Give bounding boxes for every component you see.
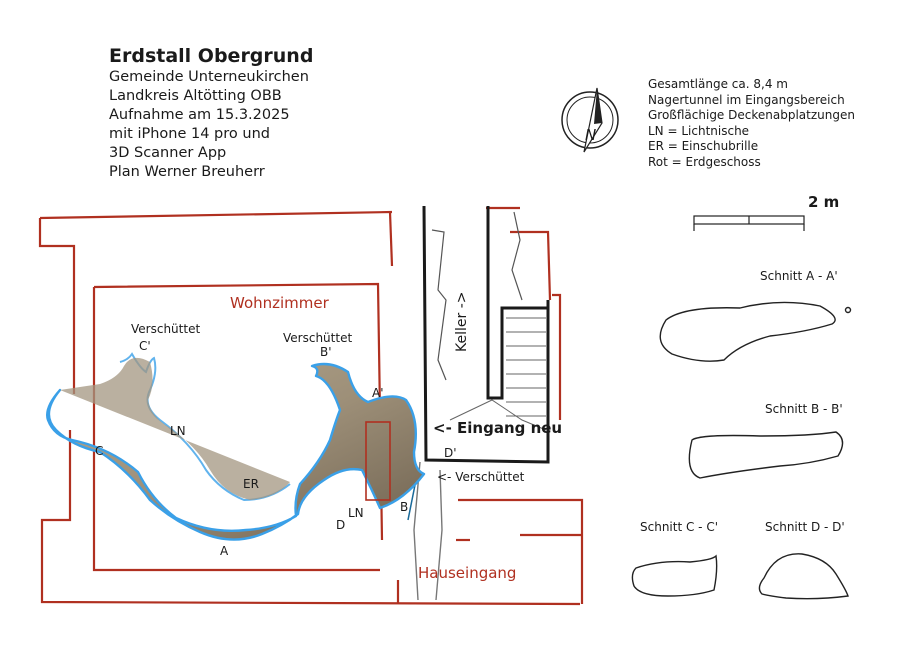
light-niche-label: LN [348, 506, 364, 520]
subtitle-line: mit iPhone 14 pro und [109, 126, 270, 142]
legend-line: Gesamtlänge ca. 8,4 m [648, 77, 788, 91]
subtitle-line: Gemeinde Unterneukirchen [109, 69, 309, 85]
cross-section-profiles [631, 301, 852, 600]
scale-label: 2 m [808, 193, 840, 211]
collapsed-label: Verschüttet [283, 331, 353, 345]
legend-line: ER = Einschubrille [648, 139, 759, 154]
legend-line: Großflächige Deckenabplatzungen [648, 108, 855, 123]
subtitle-line: Landkreis Altötting OBB [109, 88, 282, 104]
tunnel-scan [46, 352, 426, 541]
section-title-dd: Schnitt D - D' [765, 520, 845, 534]
plan-title: Erdstall Obergrund [109, 45, 314, 67]
section-marker: C' [139, 339, 151, 353]
section-marker: C [95, 444, 104, 458]
title-block: Erdstall Obergrund Gemeinde Unterneukirc… [109, 44, 313, 182]
legend-line: Nagertunnel im Eingangsbereich [648, 92, 845, 107]
cellar-and-stairs [407, 205, 550, 601]
section-marker: D' [444, 446, 457, 460]
scale-bar [693, 215, 805, 231]
legend-line: Rot = Erdgeschoss [648, 154, 761, 169]
section-title-bb: Schnitt B - B' [765, 402, 843, 416]
section-marker: B [400, 500, 409, 514]
section-marker: A [220, 544, 229, 558]
insertion-slot-label: ER [243, 477, 259, 491]
room-label-living: Wohnzimmer [230, 294, 329, 312]
section-marker: A' [372, 386, 384, 400]
light-niche-label: LN [170, 424, 186, 438]
section-marker: D [336, 518, 346, 532]
legend-line: LN = Lichtnische [648, 123, 750, 138]
compass-letter: N [585, 126, 597, 144]
ground-floor-walls [38, 206, 584, 606]
room-label-entrance: Hauseingang [418, 564, 517, 582]
subtitle-line: Aufnahme am 15.3.2025 [109, 107, 290, 123]
section-title-aa: Schnitt A - A' [760, 269, 838, 283]
subtitle-line: Plan Werner Breuherr [109, 164, 265, 180]
subtitle-line: 3D Scanner App [109, 145, 227, 161]
collapsed-label: Verschüttet [131, 322, 201, 336]
new-entrance-label: <- Eingang neu [433, 419, 563, 437]
collapsed-label: <- Verschüttet [437, 470, 525, 484]
legend-block: Gesamtlänge ca. 8,4 m Nagertunnel im Ein… [648, 77, 855, 171]
north-arrow-icon [561, 87, 619, 153]
section-title-cc: Schnitt C - C' [640, 520, 718, 534]
section-marker: B' [320, 345, 332, 359]
cellar-label: Keller -> [454, 291, 470, 352]
